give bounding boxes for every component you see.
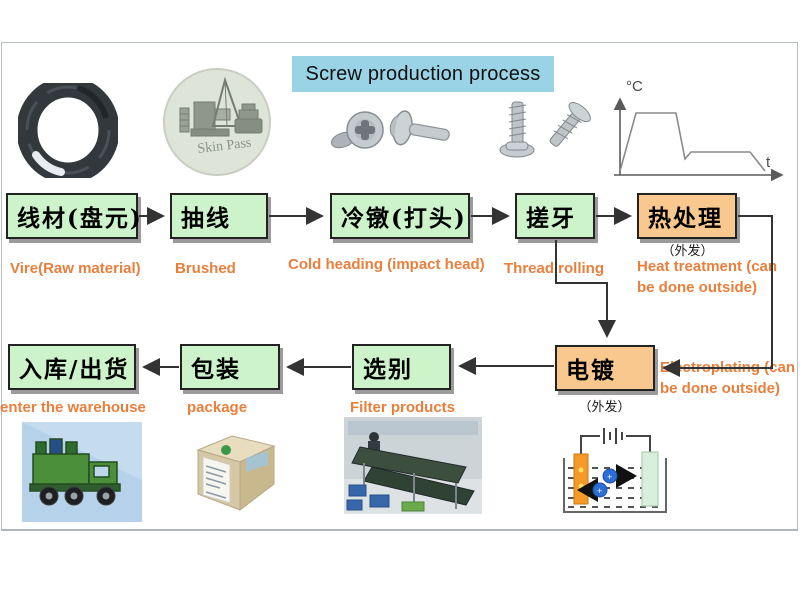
flow-box-raw-material: 线材(盘元) — [6, 193, 141, 239]
y-axis-label: °C — [626, 78, 643, 95]
label-raw-material: Vire(Raw material) — [10, 260, 141, 277]
x-axis-label: t — [766, 154, 771, 171]
flow-box-heat-treatment-label: 热处理 — [648, 205, 723, 232]
note-electroplating-outsourced: （外发） — [578, 400, 631, 415]
flow-box-heat-treatment: 热处理 — [637, 193, 737, 239]
flow-box-thread-rolling-label: 搓牙 — [526, 205, 576, 232]
threaded-screws-image — [499, 101, 591, 158]
flow-box-warehouse: 入库/出货 — [8, 344, 136, 390]
label-electroplating: Electroplating (can be done outside) — [660, 359, 796, 397]
truck-image — [22, 422, 142, 522]
svg-text:+: + — [607, 472, 612, 482]
sorting-machine-image — [344, 417, 482, 514]
label-brushed: Brushed — [175, 260, 236, 277]
skin-pass-stamp-image: Skin Pass — [163, 68, 271, 176]
flow-box-thread-rolling: 搓牙 — [515, 193, 595, 239]
flow-box-electroplating: 电镀 — [555, 345, 655, 391]
label-thread-rolling: Thread rolling — [504, 260, 605, 277]
label-package: package — [187, 399, 248, 416]
label-filter-products: Filter products — [350, 399, 456, 416]
svg-text:+: + — [597, 486, 602, 496]
flow-box-cold-heading: 冷镦(打头) — [330, 193, 470, 239]
label-warehouse: enter the warehouse — [0, 399, 146, 416]
flow-box-package-label: 包装 — [191, 356, 241, 383]
flow-box-filter-label: 选别 — [363, 356, 413, 383]
electroplating-diagram: + + — [563, 428, 667, 513]
flow-box-warehouse-label: 入库/出货 — [19, 356, 130, 383]
flow-box-raw-material-label: 线材(盘元) — [17, 205, 143, 232]
flow-box-filter: 选别 — [352, 344, 451, 390]
stamp-label: Skin Pass — [197, 135, 253, 156]
flow-box-cold-heading-label: 冷镦(打头) — [341, 205, 467, 232]
flow-box-wire-drawing: 抽线 — [170, 193, 268, 239]
label-heat-treatment: Heat treatment (can be done outside) — [637, 258, 778, 296]
temperature-profile-chart: °C t — [613, 78, 784, 182]
screw-blanks-image — [330, 110, 450, 149]
label-cold-heading: Cold heading (impact head) — [288, 256, 485, 273]
wire-coil-image — [18, 83, 118, 178]
flow-box-electroplating-label: 电镀 — [566, 357, 616, 384]
package-box-image — [196, 435, 276, 512]
flow-box-package: 包装 — [180, 344, 280, 390]
flow-box-wire-drawing-label: 抽线 — [181, 205, 231, 232]
page-title: Screw production process — [292, 56, 554, 92]
